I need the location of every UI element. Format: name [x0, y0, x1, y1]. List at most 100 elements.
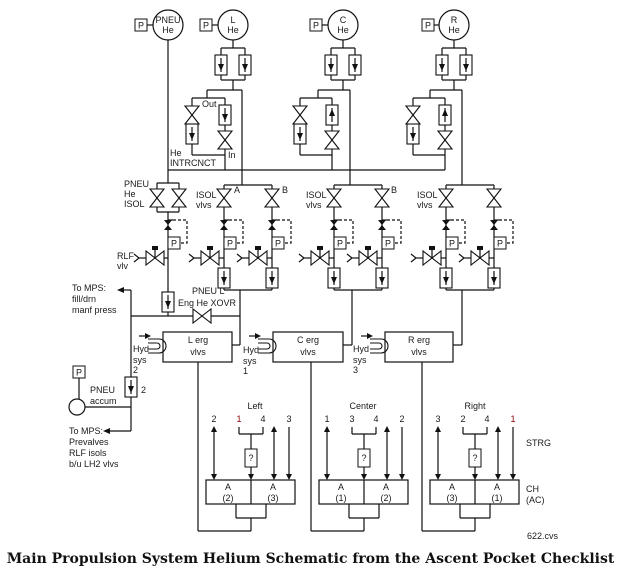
regulator-icon — [442, 220, 450, 230]
pressure-transducer-label: P — [203, 21, 209, 31]
isol-vlvs-label-center: vlvs — [306, 200, 322, 210]
vent-icon — [133, 253, 140, 263]
pressure-transducer-icon — [445, 236, 459, 250]
unknown-logic-label: ? — [472, 453, 477, 463]
sense-line — [339, 219, 354, 244]
he-interconnect-label: He — [170, 148, 182, 158]
to-mps-fill-label: fill/drn — [72, 294, 96, 304]
controller-channel-label: (2) — [381, 493, 392, 503]
left-engine-valves-label: vlvs — [190, 347, 206, 357]
hydraulic-actuator-icon — [258, 338, 277, 354]
sense-line — [277, 219, 292, 244]
valve-icon — [404, 105, 422, 125]
isol-vlvs-label-center: ISOL — [306, 190, 327, 200]
string-label: 3 — [349, 414, 354, 424]
arrow-head-icon — [255, 333, 261, 339]
regulator-icon — [220, 220, 228, 230]
valve-icon — [485, 188, 503, 208]
tank-right-label: He — [448, 25, 460, 35]
hyd-sys-label-right: 3 — [353, 365, 358, 375]
pressure-transducer-icon — [381, 236, 395, 250]
string-label: 2 — [211, 414, 216, 424]
hyd-sys-label-right: Hyd — [353, 344, 369, 354]
pressure-transducer-label: P — [385, 239, 391, 249]
engine-valves-box — [384, 331, 454, 363]
group-right-label: Right — [464, 401, 486, 411]
rlf-vlv-label: RLF — [117, 251, 135, 261]
regulator-icon — [164, 220, 172, 230]
ch-ac-label: (AC) — [526, 495, 545, 505]
to-mps-prevalves-label: To MPS: — [69, 426, 103, 436]
tank-left-label: L — [230, 15, 235, 25]
group-center-label: Center — [349, 401, 376, 411]
controller-channel-label: (1) — [336, 493, 347, 503]
actuator-icon — [317, 246, 323, 250]
pressure-transducer-label: P — [313, 21, 319, 31]
arrow-head-icon — [286, 474, 292, 480]
string-label: 1 — [236, 414, 241, 424]
isol-vlvs-label-left: ISOL — [196, 190, 217, 200]
valve-icon — [170, 188, 188, 208]
actuator-icon — [152, 246, 158, 250]
he-interconnect-label: INTRCNCT — [170, 158, 216, 168]
string-label: 1 — [324, 414, 329, 424]
arrow-head-icon — [361, 474, 367, 480]
arrow-head-icon — [399, 474, 405, 480]
arrow-head-icon — [472, 474, 478, 480]
controller-channel-label: (2) — [223, 493, 234, 503]
to-mps-fill-label: To MPS: — [72, 283, 106, 293]
string-label: 4 — [484, 414, 489, 424]
schematic-lines — [68, 9, 520, 532]
valve-icon — [216, 130, 234, 150]
xovr-label: PNEU L — [192, 286, 225, 296]
pressure-transducer-label: P — [449, 239, 455, 249]
vent-icon — [188, 253, 195, 263]
string-label: 2 — [399, 414, 404, 424]
string-label: 4 — [373, 414, 378, 424]
controller-channel-label: A — [270, 482, 276, 492]
sense-line — [387, 219, 402, 244]
tank-right-label: R — [451, 15, 458, 25]
to-mps-prevalves-label: Prevalves — [69, 437, 109, 447]
controller-channel-label: A — [338, 482, 344, 492]
pressure-transducer-icon — [271, 236, 285, 250]
controller-channel-label: (3) — [268, 493, 279, 503]
unknown-logic-label: ? — [248, 453, 253, 463]
actuator-icon — [207, 246, 213, 250]
hyd-sys-label-left: sys — [133, 355, 147, 365]
pneu-accum-label: PNEU — [90, 385, 115, 395]
controller-channel-label: A — [225, 482, 231, 492]
hyd-sys-label-right: sys — [353, 355, 367, 365]
pneu-he-isol-label: PNEU — [124, 179, 149, 189]
rlf-vlv-label: vlv — [117, 261, 128, 271]
pneu-he-isol-label: He — [124, 189, 136, 199]
arrow-head-icon — [248, 474, 254, 480]
regulator-icon — [268, 220, 276, 230]
valve-b-label: B — [282, 185, 288, 195]
hyd-sys-label-center: sys — [243, 356, 257, 366]
pressure-transducer-icon — [333, 236, 347, 250]
actuator-icon — [255, 246, 261, 250]
interconnect-out-label: Out — [202, 99, 217, 109]
arrow-head-icon — [510, 474, 516, 480]
controller-channel-label: (1) — [492, 493, 503, 503]
hydraulic-actuator-icon — [148, 338, 167, 354]
tank-center-label: He — [337, 25, 349, 35]
arrow-head-icon — [145, 333, 151, 339]
regulator-icon — [490, 220, 498, 230]
arrow-head-icon — [435, 474, 441, 480]
regulator-icon — [330, 220, 338, 230]
string-label: 1 — [510, 414, 515, 424]
to-mps-fill-label: manf press — [72, 305, 117, 315]
strg-label: STRG — [526, 438, 551, 448]
pressure-transducer-label: P — [275, 239, 281, 249]
string-label: 4 — [260, 414, 265, 424]
actuator-icon — [365, 246, 371, 250]
controller-channel-label: A — [383, 482, 389, 492]
arrow-head-icon — [367, 333, 373, 339]
hyd-sys-label-left: 2 — [133, 365, 138, 375]
actuator-icon — [429, 246, 435, 250]
tank-pneu-label: PNEU — [155, 15, 180, 25]
arrow-left-icon — [117, 287, 124, 293]
